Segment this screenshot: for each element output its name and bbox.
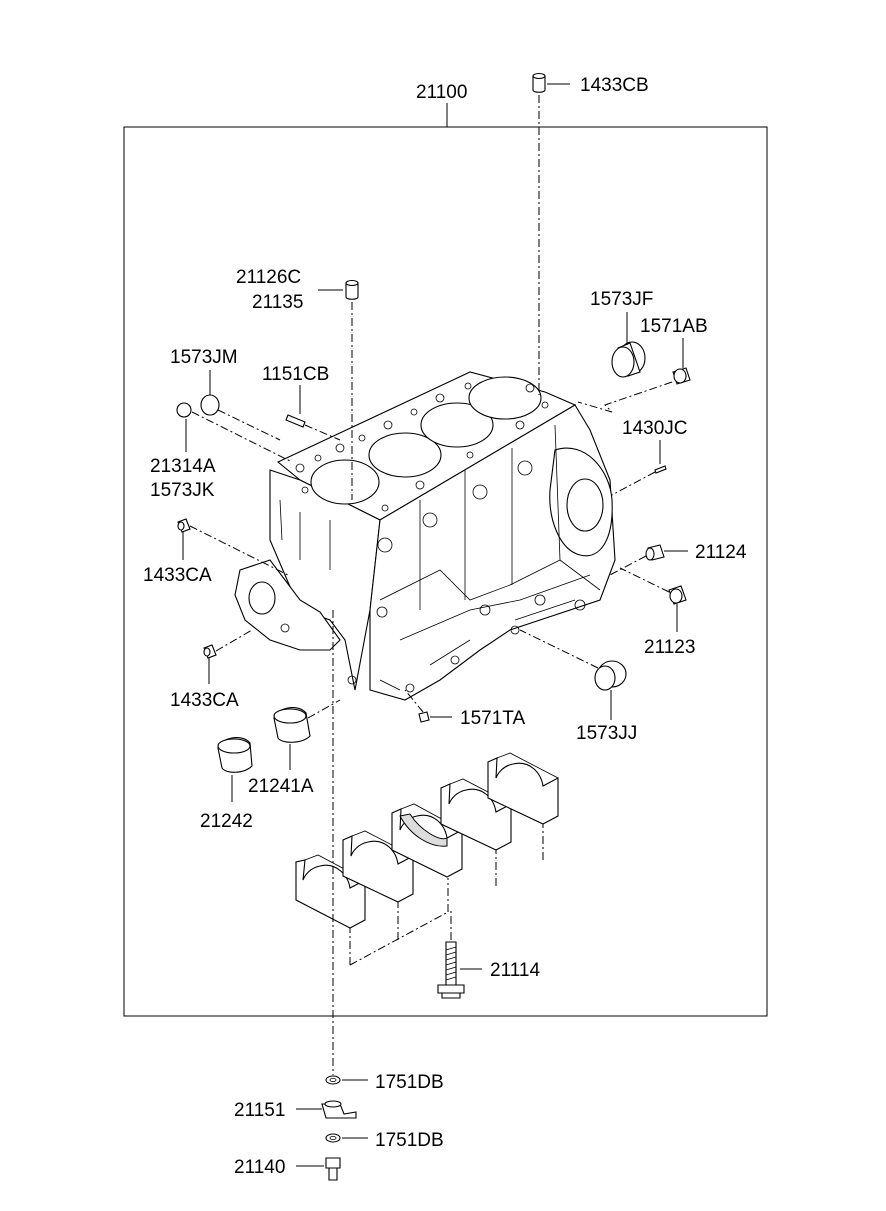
label-1751DB-upper: 1751DB	[375, 1072, 444, 1093]
label-1751DB-lower: 1751DB	[375, 1130, 444, 1151]
label-1573JK: 1573JK	[150, 480, 215, 501]
part-21241A[interactable]: 21241A	[248, 699, 341, 797]
part-1571TA[interactable]: 1571TA	[404, 689, 525, 729]
part-1573JF[interactable]: 1573JF	[590, 289, 653, 378]
part-21124[interactable]: 21124	[607, 542, 747, 577]
label-1571AB: 1571AB	[640, 316, 708, 337]
label-21241A: 21241A	[248, 776, 314, 797]
part-1571AB[interactable]: 1571AB	[577, 316, 708, 413]
bearing-caps	[295, 752, 559, 966]
label-21123: 21123	[644, 637, 695, 658]
label-21135: 21135	[252, 292, 303, 313]
part-21314A[interactable]: 21314A 1573JK	[150, 402, 293, 501]
label-1151CB: 1151CB	[262, 364, 329, 385]
label-21151: 21151	[234, 1100, 285, 1121]
label-21126C: 21126C	[236, 267, 301, 288]
label-21100: 21100	[416, 82, 467, 103]
label-21140: 21140	[234, 1157, 285, 1178]
label-1433CA-upper: 1433CA	[143, 565, 212, 586]
label-1433CB: 1433CB	[580, 75, 649, 96]
part-1433CA-upper[interactable]: 1433CA	[143, 518, 291, 586]
label-1571TA: 1571TA	[460, 708, 525, 729]
part-21140[interactable]: 21140	[234, 1157, 341, 1181]
part-1573JM[interactable]: 1573JM	[170, 347, 238, 416]
part-21123[interactable]: 21123	[619, 567, 695, 658]
label-1430JC: 1430JC	[622, 418, 688, 439]
label-21242: 21242	[200, 811, 253, 832]
label-1573JJ: 1573JJ	[576, 723, 637, 744]
bearing-cap-5[interactable]	[487, 752, 559, 825]
part-1751DB-lower[interactable]: 1751DB	[325, 1130, 444, 1151]
part-21114[interactable]: 21114	[437, 910, 540, 999]
label-21124: 21124	[695, 542, 747, 563]
part-1751DB-upper[interactable]: 1751DB	[325, 1072, 444, 1093]
part-1151CB[interactable]: 1151CB	[262, 364, 341, 441]
label-1573JF: 1573JF	[590, 289, 653, 310]
part-21151[interactable]: 21151	[234, 1100, 357, 1121]
part-21126C[interactable]: 21126C 21135	[236, 267, 359, 500]
label-1573JM: 1573JM	[170, 347, 238, 368]
part-1433CA-lower[interactable]: 1433CA	[170, 629, 253, 711]
part-1573JJ[interactable]: 1573JJ	[519, 629, 637, 744]
part-1430JC[interactable]: 1430JC	[611, 418, 688, 496]
label-21314A: 21314A	[150, 456, 216, 477]
label-21114: 21114	[490, 960, 540, 981]
part-21242[interactable]: 21242	[200, 737, 253, 832]
assembly-frame	[123, 126, 768, 1017]
label-1433CA-lower: 1433CA	[170, 690, 239, 711]
part-1433CB[interactable]: 1433CB	[532, 72, 649, 396]
